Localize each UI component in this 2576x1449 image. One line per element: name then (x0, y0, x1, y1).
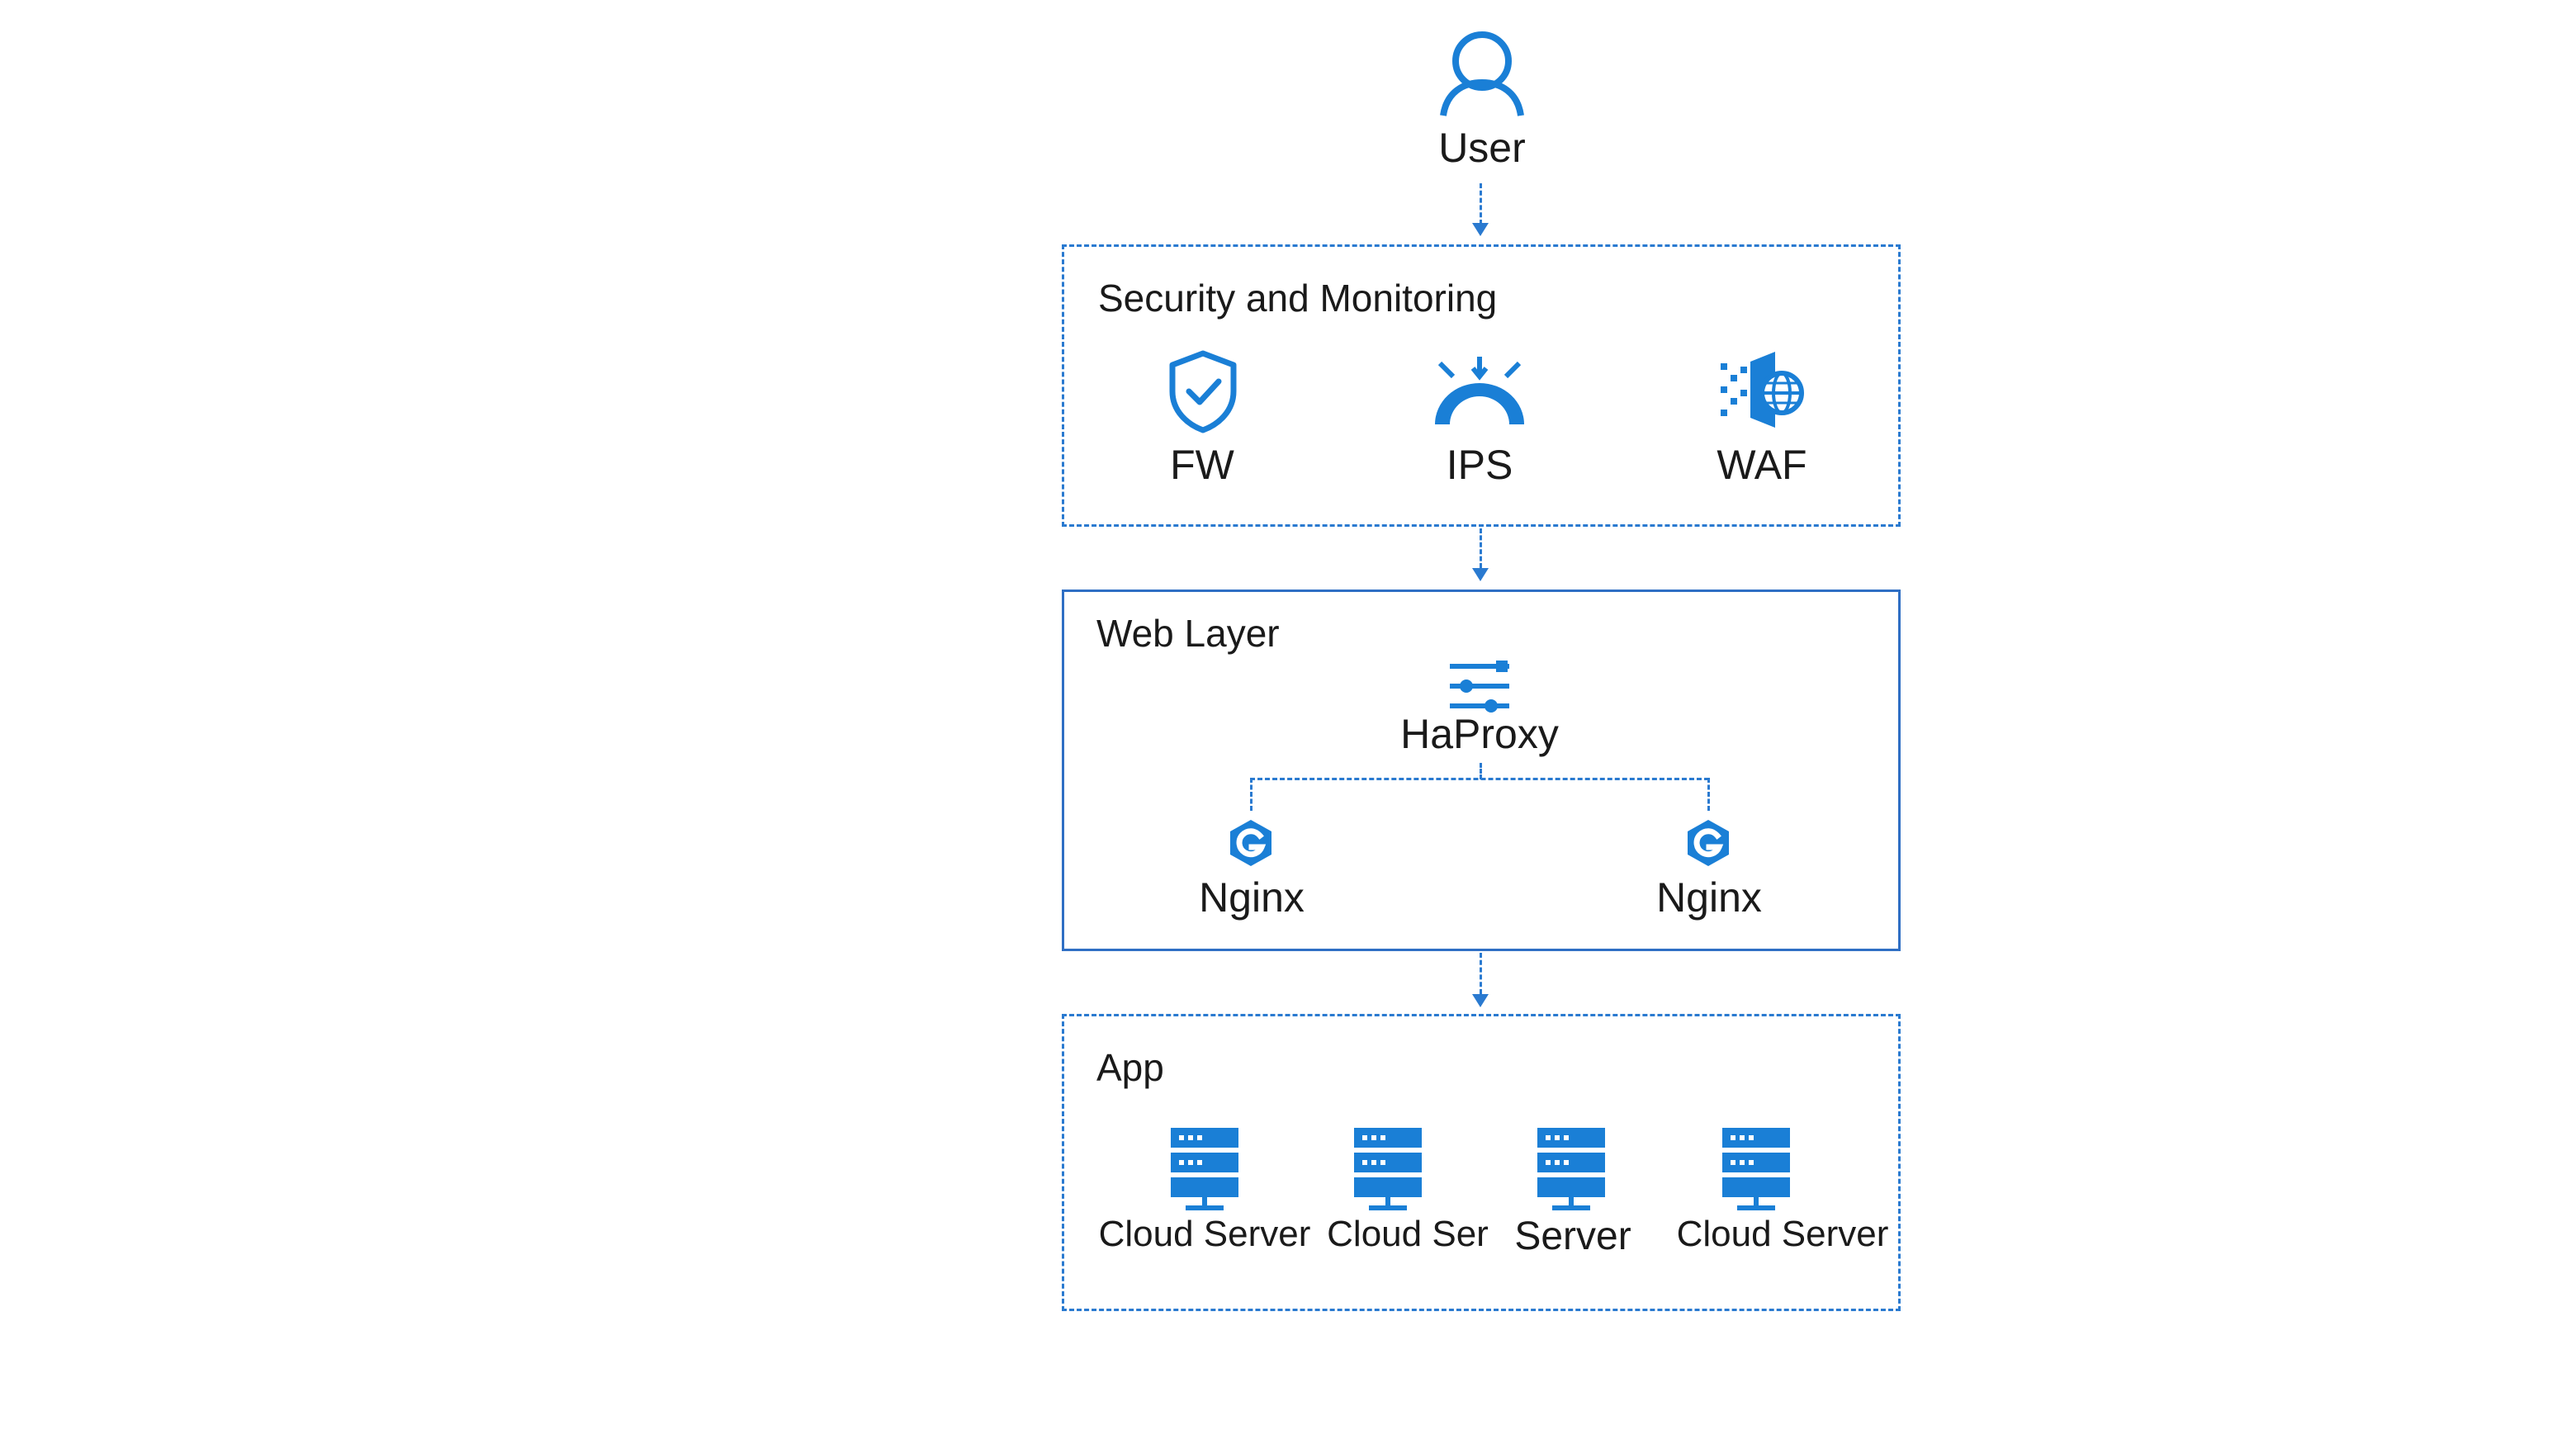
arrow-user-security (1472, 223, 1489, 236)
server-label-4: Cloud Server (1676, 1214, 1889, 1254)
security-panel (1062, 244, 1901, 527)
sliders-icon (1450, 661, 1509, 713)
app-panel (1062, 1014, 1901, 1311)
ips-icon (1435, 357, 1524, 425)
connector-user-security (1480, 183, 1482, 225)
fw-label: FW (1170, 442, 1234, 488)
shield-check-icon (1169, 350, 1237, 433)
connector-nginx-right (1707, 778, 1710, 811)
connector-haproxy-stem (1480, 763, 1482, 779)
connector-haproxy-branch (1250, 778, 1709, 780)
server-label-1: Cloud Server (1098, 1214, 1311, 1254)
waf-globe-icon (1721, 352, 1804, 428)
user-label: User (1438, 125, 1526, 171)
server-label-2: Cloud Ser (1327, 1214, 1489, 1254)
nginx-left-label: Nginx (1199, 874, 1305, 921)
nginx-right-label: Nginx (1656, 874, 1762, 921)
web-layer-title: Web Layer (1096, 612, 1280, 655)
haproxy-label: HaProxy (1400, 711, 1559, 757)
connector-web-app (1480, 953, 1482, 994)
server-label-3: Server (1514, 1215, 1631, 1258)
waf-label: WAF (1717, 442, 1807, 488)
nginx-icon (1688, 820, 1729, 866)
connector-nginx-left (1250, 778, 1252, 811)
arrow-security-web (1472, 568, 1489, 581)
web-layer-panel (1062, 590, 1901, 951)
app-title: App (1096, 1046, 1164, 1089)
security-title: Security and Monitoring (1098, 277, 1498, 320)
nginx-icon (1230, 820, 1271, 866)
server-icon (1537, 1128, 1605, 1210)
server-icon (1171, 1128, 1238, 1210)
connector-security-web (1480, 528, 1482, 568)
arrow-web-app (1472, 994, 1489, 1007)
server-icon (1354, 1128, 1422, 1210)
ips-label: IPS (1446, 442, 1513, 488)
server-icon (1722, 1128, 1790, 1210)
user-icon (1440, 31, 1524, 116)
